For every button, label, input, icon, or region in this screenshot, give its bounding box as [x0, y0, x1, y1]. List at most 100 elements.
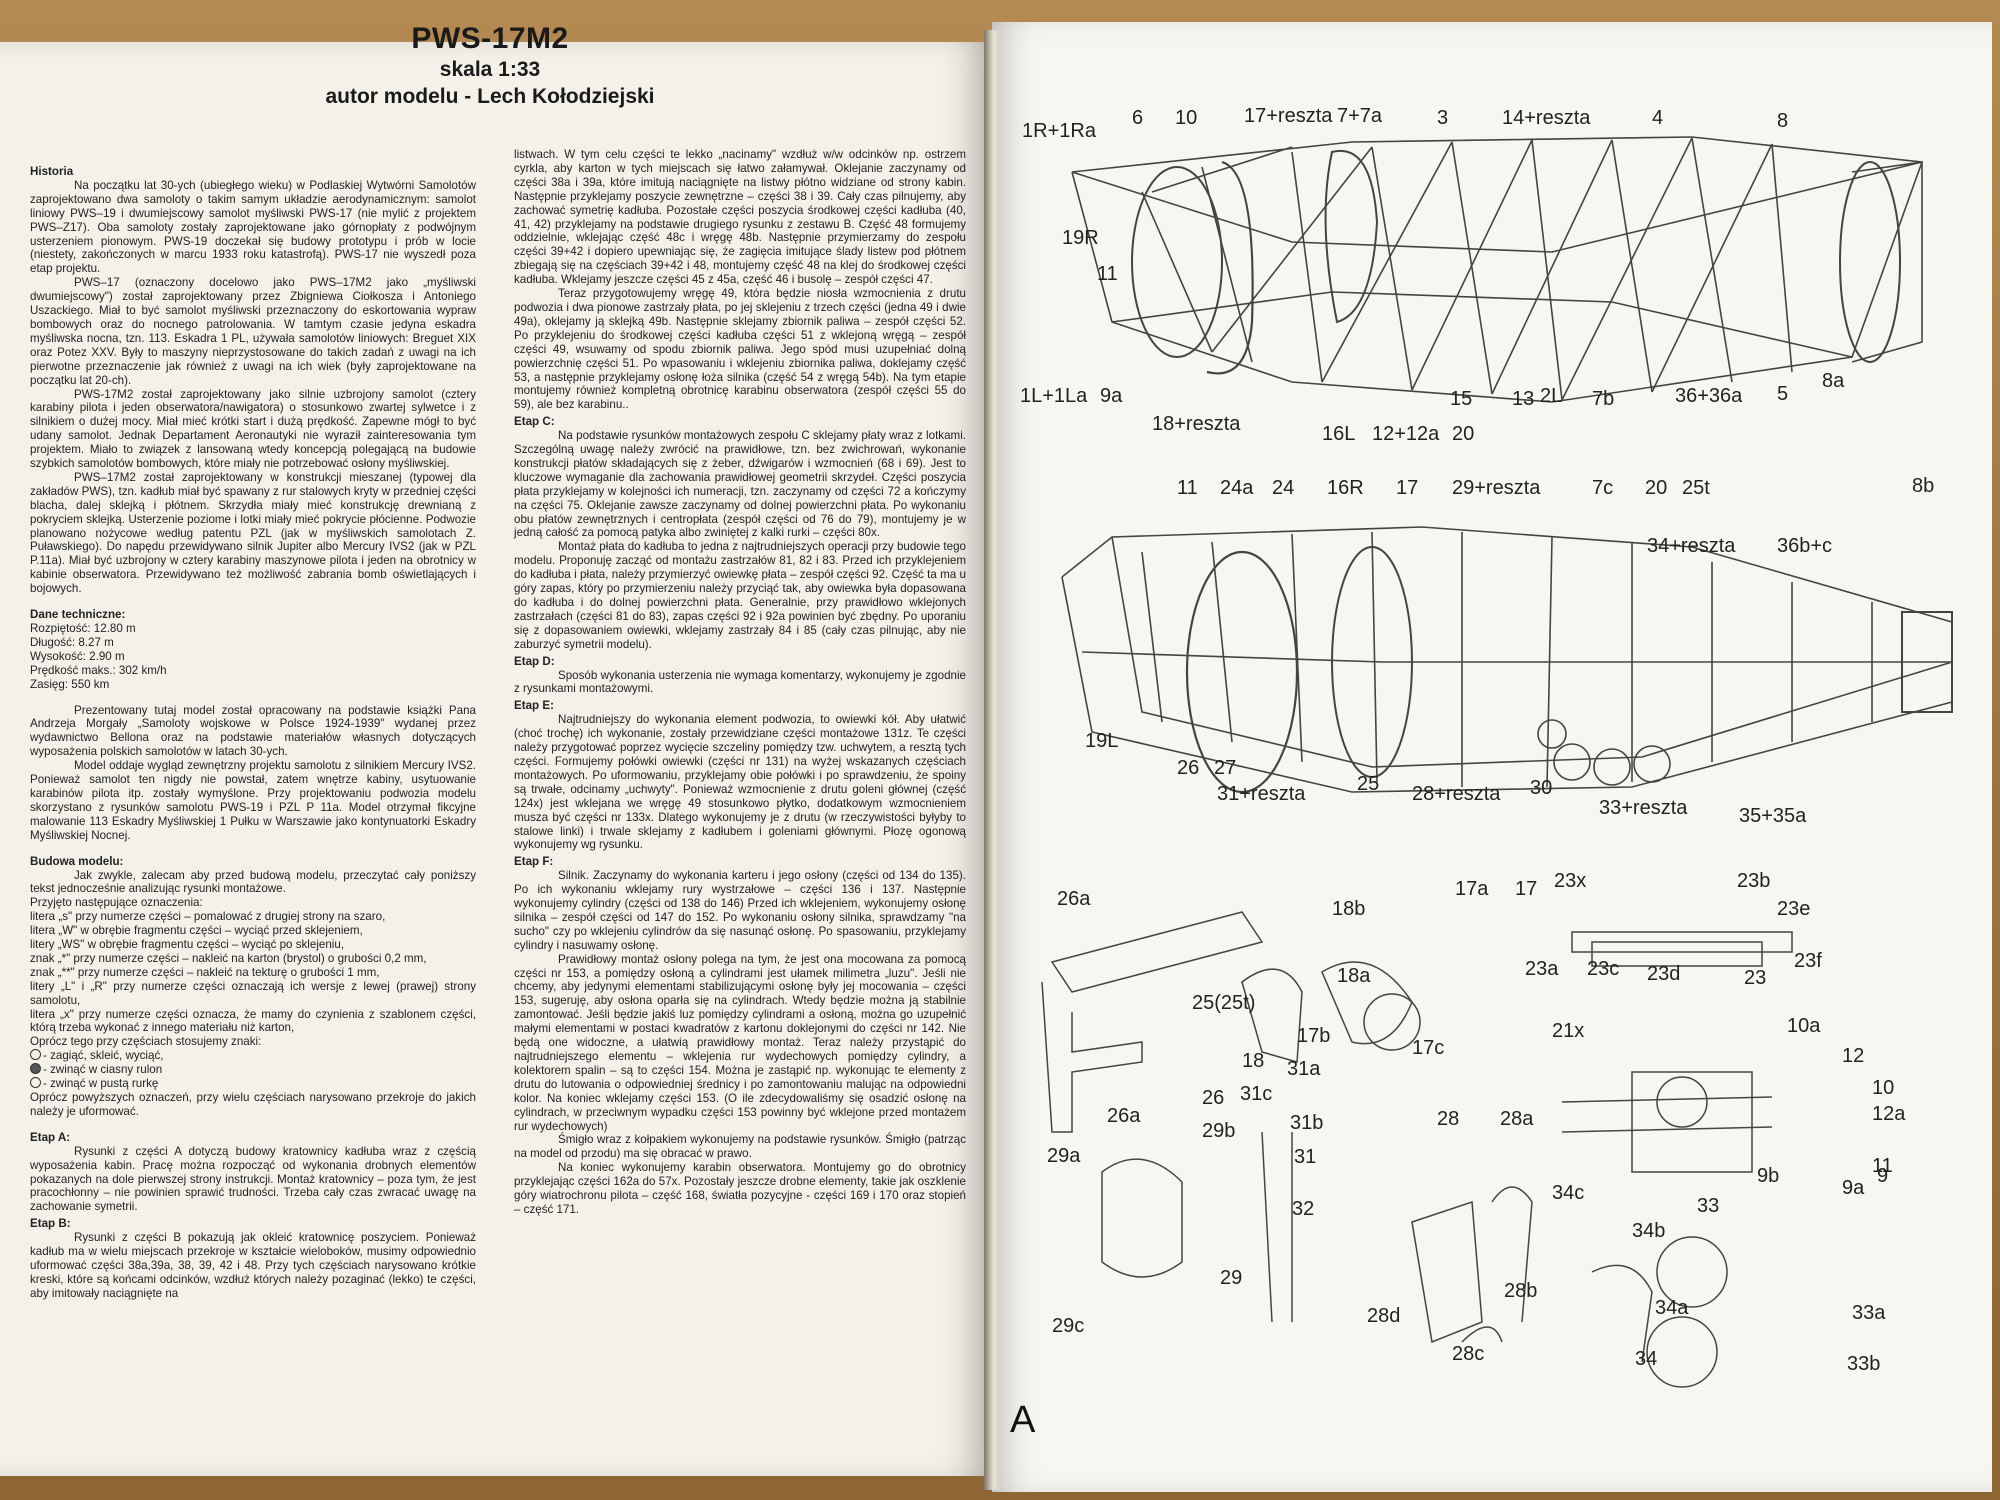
part-label: 34	[1635, 1348, 1657, 1370]
part-label: 17c	[1412, 1037, 1444, 1059]
part-label: 28+reszta	[1412, 783, 1501, 805]
paragraph: PWS–17M2 został zaprojektowany w konstru…	[30, 470, 476, 596]
part-label: 9a	[1100, 385, 1123, 407]
part-label: 26	[1202, 1087, 1224, 1109]
part-label: 11	[1097, 263, 1118, 285]
part-label: 28a	[1500, 1108, 1534, 1130]
text-line: litera „W" w obrębie fragmentu części – …	[30, 924, 363, 938]
part-label: 10a	[1787, 1015, 1821, 1037]
part-label: 34b	[1632, 1220, 1665, 1242]
part-label: 34+reszta	[1647, 535, 1736, 557]
paragraph: Model oddaje wygląd zewnętrzny projektu …	[30, 759, 476, 842]
part-label: 26	[1177, 757, 1199, 779]
fuselage-truss-top-drawing	[1071, 136, 1923, 403]
paragraph: Montaż płata do kadłuba to jedna z najtr…	[514, 540, 966, 651]
symbol-legend-text: - zwinąć w pustą rurkę	[43, 1077, 159, 1091]
section-heading: Etap D:	[514, 654, 555, 668]
part-label: 31a	[1287, 1058, 1321, 1080]
text-line: litery „L" i „R" przy numerze części ozn…	[30, 979, 476, 1007]
section-heading: Etap A:	[30, 1130, 71, 1144]
part-label: 29c	[1052, 1315, 1084, 1337]
part-label: 32	[1292, 1198, 1314, 1220]
part-label: 16R	[1327, 477, 1364, 499]
booklet-spine	[984, 30, 1000, 1490]
part-label: 9	[1877, 1165, 1888, 1187]
paragraph: Jak zwykle, zalecam aby przed budową mod…	[30, 868, 476, 896]
section-heading: Etap B:	[30, 1217, 71, 1231]
part-label: 9a	[1842, 1177, 1865, 1199]
text-line: Prędkość maks.: 302 km/h	[30, 663, 167, 677]
part-label: 25	[1357, 773, 1379, 795]
part-label: 31	[1294, 1146, 1316, 1168]
detail-parts-drawings	[1041, 911, 1793, 1388]
part-label: 9b	[1757, 1165, 1779, 1187]
paragraph: Prawidłowy montaż osłony polega na tym, …	[514, 952, 966, 1133]
text-column-right: listwach. W tym celu części te lekko „na…	[514, 148, 966, 1217]
part-label: 31+reszta	[1217, 783, 1306, 805]
symbol-legend-text: - zagiąć, skleić, wyciąć,	[43, 1049, 164, 1063]
part-label: 17	[1396, 477, 1418, 499]
part-label: 15	[1450, 388, 1472, 410]
model-title: PWS-17M2	[411, 22, 569, 55]
part-label: 18a	[1337, 965, 1371, 987]
paragraph: Śmigło wraz z kołpakiem wykonujemy na po…	[514, 1133, 966, 1161]
part-label: 28	[1437, 1108, 1459, 1130]
part-label: 26a	[1057, 888, 1091, 910]
part-label: 10	[1872, 1077, 1894, 1099]
text-line: listwach. W tym celu części te lekko „na…	[514, 148, 966, 287]
part-label: 8a	[1822, 370, 1845, 392]
part-label: 31c	[1240, 1083, 1272, 1105]
part-label: 36+36a	[1675, 385, 1743, 407]
paragraph: Na początku lat 30-ych (ubiegłego wieku)…	[30, 178, 476, 276]
part-label: 28d	[1367, 1305, 1400, 1327]
text-line: Rozpiętość: 12.80 m	[30, 622, 136, 635]
paragraph: Silnik. Zaczynamy do wykonania karteru i…	[514, 869, 966, 952]
model-scale: skala 1:33	[439, 58, 541, 81]
part-label: 33a	[1852, 1302, 1886, 1324]
part-label: 12a	[1872, 1103, 1906, 1125]
part-label: 11	[1177, 477, 1198, 499]
part-label: 23b	[1737, 870, 1770, 892]
text-line: Przyjęto następujące oznaczenia:	[30, 896, 203, 910]
part-label: 23e	[1777, 898, 1810, 920]
part-label: 34c	[1552, 1182, 1584, 1204]
part-label: 28c	[1452, 1343, 1484, 1365]
part-label: 19R	[1062, 227, 1099, 249]
text-line: litera „x" przy numerze części oznacza, …	[30, 1007, 476, 1035]
paragraph: Rysunki z części B pokazują jak okleić k…	[30, 1231, 476, 1300]
part-label: 23d	[1647, 963, 1680, 985]
part-label: 36b+c	[1777, 535, 1832, 557]
part-label: 20	[1645, 477, 1667, 499]
part-label: 12	[1842, 1045, 1864, 1067]
part-label: 17+reszta	[1244, 105, 1333, 127]
right-assembly-drawing-page	[992, 22, 1992, 1492]
part-label: 35+35a	[1739, 805, 1807, 827]
paragraph: Najtrudniejszy do wykonania element podw…	[514, 713, 966, 852]
part-label: 1L+1La	[1020, 385, 1088, 407]
text-line: Długość: 8.27 m	[30, 635, 114, 649]
section-heading: Historia	[30, 165, 74, 178]
paragraph: PWS–17 (oznaczony docelowo jako PWS–17M2…	[30, 276, 476, 387]
left-instruction-page	[0, 42, 990, 1476]
section-heading: Etap F:	[514, 855, 554, 869]
section-heading: Budowa modelu:	[30, 854, 124, 868]
part-label: 17b	[1297, 1025, 1330, 1047]
part-label: 18b	[1332, 898, 1365, 920]
paragraph: Na podstawie rysunków montażowych zespoł…	[514, 429, 966, 540]
text-line: litera „s" przy numerze części – pomalow…	[30, 910, 386, 924]
section-heading: Dane techniczne:	[30, 608, 126, 622]
symbol-legend-text: - zwinąć w ciasny rulon	[43, 1063, 163, 1077]
part-label: 7b	[1592, 388, 1614, 410]
part-label: 14+reszta	[1502, 107, 1591, 129]
part-label: 23a	[1525, 958, 1559, 980]
part-label: 33+reszta	[1599, 797, 1688, 819]
paragraph: Na koniec wykonujemy karabin obserwatora…	[514, 1161, 966, 1216]
part-label: 33	[1697, 1195, 1719, 1217]
part-label: 23x	[1554, 870, 1586, 892]
circle-icon	[30, 1077, 41, 1089]
part-label: 10	[1175, 107, 1197, 129]
text-line: litery „WS" w obrębie fragmentu części –…	[30, 938, 345, 952]
